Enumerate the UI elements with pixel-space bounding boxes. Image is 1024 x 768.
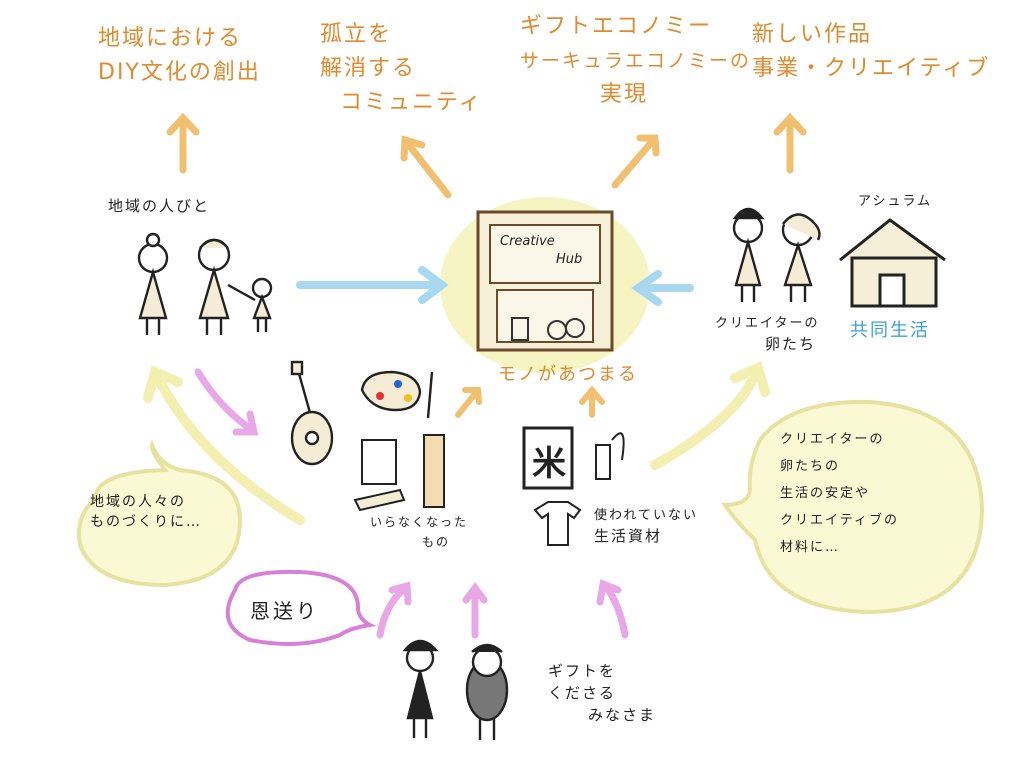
house-icon: [839, 218, 946, 308]
up-arrow-diy: [166, 112, 200, 174]
laptop-icon: [353, 439, 406, 512]
up-arrow-works: [773, 112, 807, 174]
local-people-figures: [137, 232, 273, 335]
donors-label: ギフトを くださる みなさま: [548, 660, 656, 726]
bubble-right-text: クリエイターの 卵たちの 生活の安定や クリエイティブの 材料に…: [780, 426, 899, 561]
bubble-right-shape: [721, 399, 985, 615]
pink-arrow-to-items: [194, 368, 259, 436]
creators-label-line2: 卵たち: [765, 335, 817, 353]
palette-icon: [360, 370, 434, 419]
hub-title-line1: Creative: [500, 234, 555, 249]
hub-up-arrow-left: [455, 387, 482, 418]
creators-label: クリエイターの 卵たち: [715, 314, 819, 354]
pay-forward-label: 恩送り: [250, 599, 319, 623]
bubble-right-line3: 生活の安定や: [780, 486, 871, 501]
up-arrow-isolation: [400, 135, 452, 199]
goal-diy-line1: 地域における: [98, 26, 243, 51]
atelier-label: アシュラム: [858, 194, 933, 209]
local-people-label: 地域の人びと: [108, 197, 211, 215]
goal-isolation: 孤立を 解消する コミュニティ: [320, 18, 483, 120]
rice-bag-icon: [522, 426, 574, 490]
blue-arrow-left: [296, 266, 449, 304]
donors-label-line2: くださる: [548, 684, 617, 702]
goal-works-line2: 事業・クリエイティブ: [752, 56, 991, 81]
goal-isolation-line2: 解消する: [320, 56, 417, 81]
hub-building-icon: [476, 210, 614, 352]
bubble-left-line2: ものづくりに…: [90, 514, 202, 530]
unused-resources-line1: 使われていない: [594, 508, 698, 523]
bubble-left-line1: 地域の人々の: [90, 494, 186, 510]
goal-diy: 地域における DIY文化の創出: [98, 22, 261, 90]
yellow-arrow-right: [650, 361, 770, 470]
coliving-label: 共同生活: [850, 320, 930, 341]
bubble-right-line5: 材料に…: [780, 540, 841, 555]
pink-arrows-up: [376, 579, 629, 639]
unused-items-line2: もの: [422, 535, 451, 549]
bubble-left-text: 地域の人々の ものづくりに…: [90, 492, 202, 532]
unused-items-line1: いらなくなった: [370, 515, 469, 529]
yellow-arrow-left: [143, 365, 305, 525]
rice-symbol: 米: [532, 444, 566, 484]
donors-label-line1: ギフトを: [548, 662, 617, 680]
goal-gift-line2: サーキュラエコノミーの: [520, 50, 752, 72]
goal-isolation-line3: コミュニティ: [340, 90, 483, 115]
donors-label-line3: みなさま: [588, 706, 657, 724]
donor-figures: [402, 639, 509, 740]
bubble-right-line1: クリエイターの: [780, 432, 885, 447]
hub-up-arrow-right: [579, 385, 605, 418]
guitar-icon: [290, 360, 334, 466]
hub-caption: モノがあつまる: [498, 364, 638, 385]
up-arrow-gift: [611, 134, 660, 189]
shirt-icon: [533, 501, 582, 546]
goal-isolation-line1: 孤立を: [320, 22, 393, 47]
goal-works-line1: 新しい作品: [752, 22, 873, 47]
goal-gift-line3: 実現: [600, 82, 649, 107]
creator-figures: [732, 207, 821, 302]
bubble-pay-forward-shape: [225, 569, 377, 646]
goal-works: 新しい作品 事業・クリエイティブ: [752, 18, 990, 86]
unused-items-label: いらなくなった もの: [370, 512, 468, 552]
plank-icon: [423, 434, 445, 508]
bubble-left-shape: [77, 439, 243, 588]
hub-title-line2: Hub: [556, 252, 583, 267]
goal-gift: ギフトエコノミー サーキュラエコノミーの 実現: [520, 10, 751, 112]
unused-resources-line2: 生活資材: [594, 527, 663, 545]
bottle-icon: [595, 432, 625, 480]
blue-arrow-right: [631, 270, 694, 306]
goal-diy-line2: DIY文化の創出: [98, 60, 261, 85]
unused-resources-label: 使われていない 生活資材: [594, 506, 698, 546]
bubble-right-line2: 卵たちの: [780, 459, 841, 474]
creators-label-line1: クリエイターの: [715, 316, 820, 331]
bubble-right-line4: クリエイティブの: [780, 513, 899, 528]
goal-gift-line1: ギフトエコノミー: [520, 14, 713, 39]
